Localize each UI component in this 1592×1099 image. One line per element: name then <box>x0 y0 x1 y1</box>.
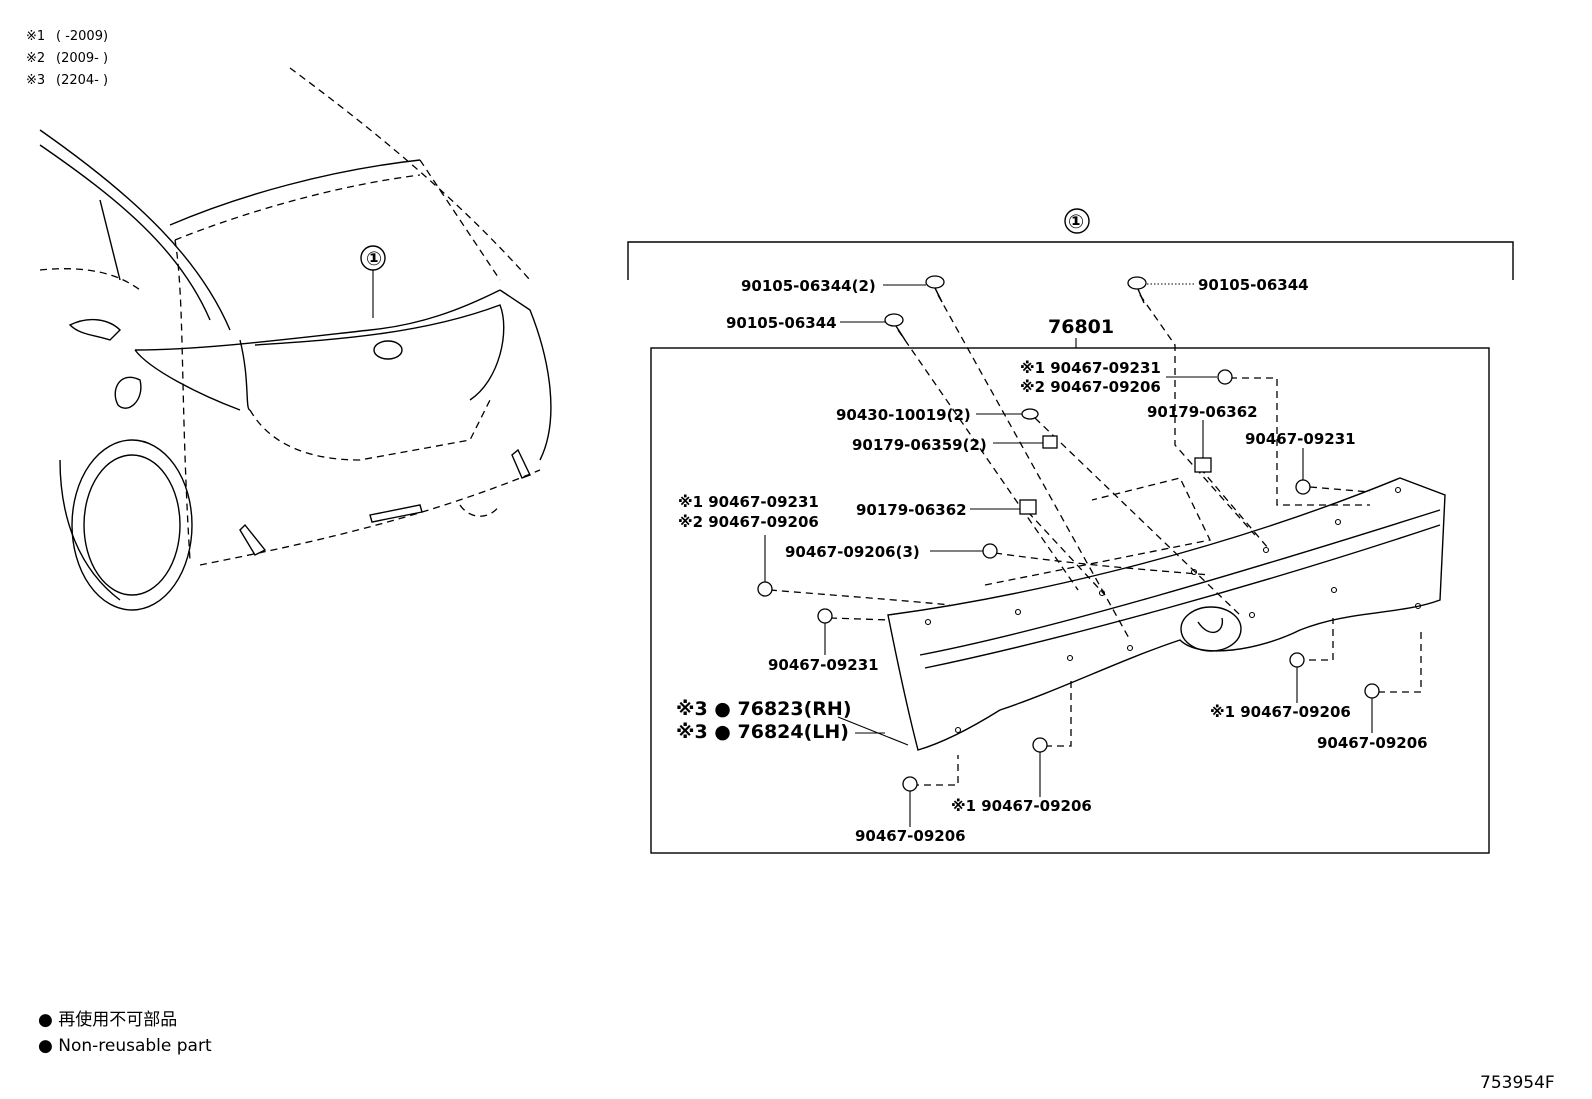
label-clip-far-right: 90467-09231 <box>1245 430 1356 448</box>
screw-icon <box>1127 276 1147 304</box>
car-rear-illustration: ① <box>39 67 552 611</box>
note-1-range: ( -2009) <box>56 29 108 44</box>
label-clip-left-2: ※2 90467-09206 <box>678 513 819 531</box>
clip-icon <box>902 776 918 792</box>
fasteners <box>757 275 1380 792</box>
label-clip-three: 90467-09206(3) <box>785 543 920 561</box>
car-callout-1: ① <box>366 248 382 270</box>
label-nut-small: 90179-06359(2) <box>852 436 987 454</box>
label-screw-top-left: 90105-06344(2) <box>741 277 876 295</box>
legend-jp: ● 再使用不可部品 <box>38 1009 177 1030</box>
clip-icon <box>1364 683 1380 699</box>
label-clip-left-1: ※1 90467-09231 <box>678 493 819 511</box>
label-clip-bottom-right-2: 90467-09206 <box>1317 734 1428 752</box>
screw-icon <box>925 275 945 303</box>
clip-icon <box>757 581 773 597</box>
label-clip-top-right-1: ※1 90467-09231 <box>1020 359 1161 377</box>
assembly-callout: ① <box>1068 211 1084 233</box>
note-3-range: (2204- ) <box>56 73 108 88</box>
label-emblem-lh: ※3 ● 76824(LH) <box>676 721 849 743</box>
clip-icon <box>1289 652 1305 668</box>
label-clip-bottom-right-1: ※1 90467-09206 <box>1210 703 1351 721</box>
nut-icon <box>1194 457 1212 473</box>
label-screw-left: 90105-06344 <box>726 314 837 332</box>
label-clip-bottom-left: 90467-09206 <box>855 827 966 845</box>
assembly-bracket: ① <box>627 208 1514 280</box>
label-clip-top-right-2: ※2 90467-09206 <box>1020 378 1161 396</box>
clip-icon <box>1032 737 1048 753</box>
note-1-mark: ※1 <box>26 29 45 44</box>
legend: ● 再使用不可部品 ● Non-reusable part <box>38 1009 212 1056</box>
clip-icon <box>1295 479 1311 495</box>
label-clip-mid-left: 90467-09231 <box>768 656 879 674</box>
part-box <box>650 347 1490 854</box>
label-nut-right: 90179-06362 <box>1147 403 1258 421</box>
label-screw-top-right: 90105-06344 <box>1198 276 1309 294</box>
screw-icon <box>884 313 906 341</box>
nut-icon <box>1042 435 1058 449</box>
note-2-range: (2009- ) <box>56 51 108 66</box>
garnish-panel <box>887 477 1446 751</box>
date-notes: ※1 ( -2009) ※2 (2009- ) ※3 (2204- ) <box>26 29 108 88</box>
note-2-mark: ※2 <box>26 51 45 66</box>
label-emblem-rh: ※3 ● 76823(RH) <box>676 698 852 720</box>
label-clip-bottom-center: ※1 90467-09206 <box>951 797 1092 815</box>
nut-icon <box>1019 499 1037 515</box>
clip-icon <box>817 608 833 624</box>
main-part-number: 76801 <box>1048 316 1114 338</box>
label-nut-center: 90179-06362 <box>856 501 967 519</box>
leader-lines <box>764 283 1373 827</box>
label-washer: 90430-10019(2) <box>836 406 971 424</box>
legend-en: ● Non-reusable part <box>38 1036 212 1056</box>
figure-id: 753954F <box>1480 1073 1555 1093</box>
assembly-lines <box>769 294 1422 786</box>
clip-icon <box>982 543 998 559</box>
clip-icon <box>1217 369 1233 385</box>
note-3-mark: ※3 <box>26 73 45 88</box>
part-labels: 90105-06344(2) 90105-06344 90105-06344 ※… <box>676 276 1428 845</box>
washer-icon <box>1021 408 1039 420</box>
